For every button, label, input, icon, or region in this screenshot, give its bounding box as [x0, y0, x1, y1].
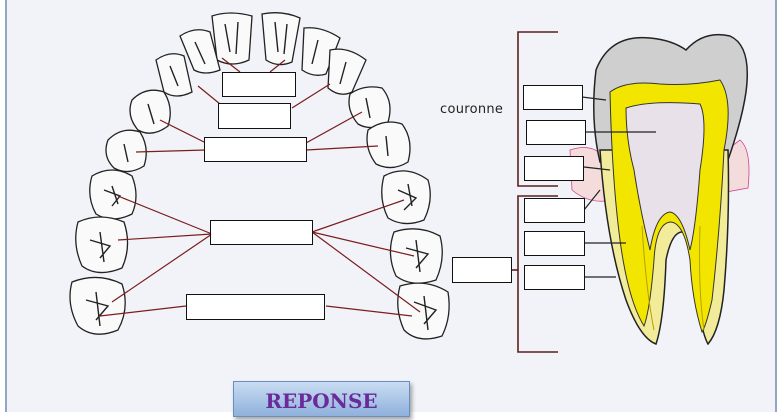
leader-lines-section — [581, 96, 656, 278]
brackets — [512, 31, 558, 353]
label-box-root-canal[interactable] — [524, 265, 585, 290]
label-box-enamel[interactable] — [523, 85, 583, 110]
crown-bracket — [517, 31, 558, 187]
label-box-molars[interactable] — [186, 294, 325, 320]
tooth-cross-section — [569, 33, 750, 346]
pulp — [625, 102, 705, 251]
tooth-fissures — [85, 21, 438, 331]
tooth-molar — [397, 282, 450, 340]
tooth-incisor — [211, 12, 253, 65]
label-box-premolars[interactable] — [210, 220, 313, 245]
label-box-canines[interactable] — [204, 137, 307, 162]
dental-arch — [69, 12, 450, 340]
tooth-canine — [327, 48, 367, 95]
label-box-dentin[interactable] — [524, 231, 585, 256]
root-bracket — [517, 195, 558, 353]
tooth-molar — [381, 170, 431, 225]
label-box-root[interactable] — [452, 257, 512, 283]
reponse-button-label: REPONSE — [265, 389, 378, 413]
label-box-incisors-central[interactable] — [222, 72, 296, 97]
leader-lines-arch — [99, 57, 421, 317]
label-box-gum[interactable] — [524, 156, 584, 181]
reponse-button[interactable]: REPONSE — [233, 381, 410, 417]
label-box-root-cement[interactable] — [524, 198, 585, 223]
tooth-premolar — [366, 121, 411, 169]
tooth-incisor — [261, 12, 301, 66]
tooth-premolar — [348, 86, 391, 129]
label-box-pulp[interactable] — [526, 120, 586, 145]
label-box-incisors-lateral[interactable] — [218, 103, 291, 129]
tooth-molar — [89, 169, 137, 220]
tooth-molar — [389, 228, 443, 284]
crown-label: couronne — [440, 102, 504, 117]
